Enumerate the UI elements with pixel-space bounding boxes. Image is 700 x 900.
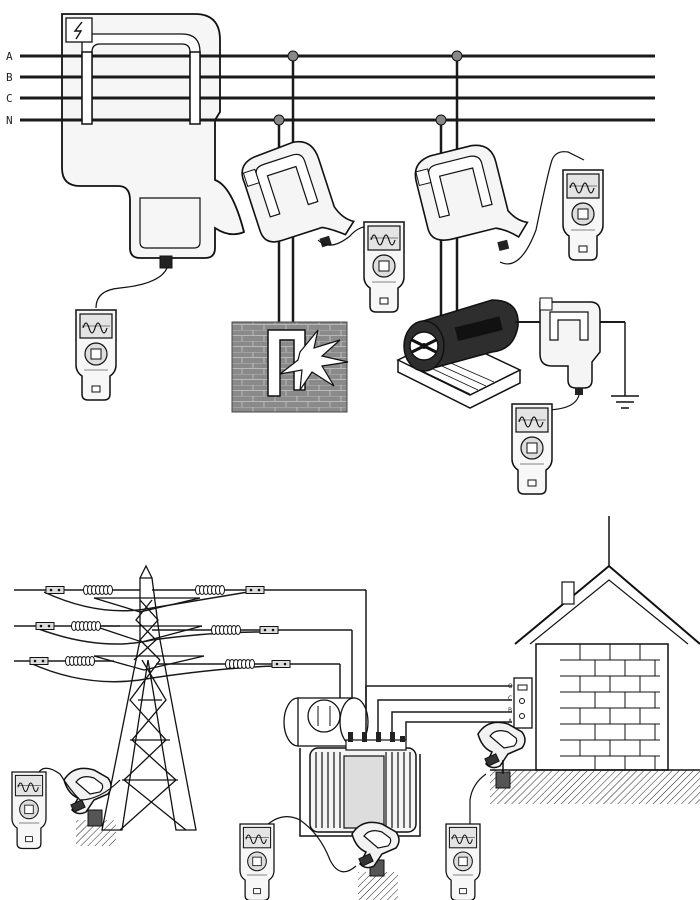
motor-icon xyxy=(398,300,520,408)
handheld-analyzer-icon xyxy=(446,824,480,900)
line-label-c: C xyxy=(6,92,13,105)
box-label-b: B xyxy=(508,707,512,714)
transformer-icon xyxy=(284,698,420,836)
line-label-b: B xyxy=(6,71,13,84)
clamp-meter-icon xyxy=(540,298,600,395)
top-panel: A B C N xyxy=(6,14,655,494)
insulator-icon xyxy=(72,622,101,631)
handheld-analyzer-icon xyxy=(240,824,274,900)
handheld-analyzer-icon xyxy=(12,772,46,849)
insulator-icon xyxy=(66,657,95,666)
clamp-meter-icon xyxy=(478,722,525,767)
clamp-meter-icon xyxy=(352,822,399,867)
bottom-panel: O C B A xyxy=(12,516,700,900)
clamp-meter-icon xyxy=(237,132,358,264)
insulator-icon xyxy=(226,660,255,669)
house-icon xyxy=(490,516,700,804)
box-label-o: O xyxy=(508,683,513,690)
line-label-n: N xyxy=(6,114,13,127)
insulator-icon xyxy=(84,586,113,595)
insulator-icon xyxy=(196,586,225,595)
handheld-analyzer-icon xyxy=(512,404,552,494)
handheld-analyzer-icon xyxy=(364,222,404,312)
handheld-analyzer-icon xyxy=(76,310,116,400)
clamp-meter-icon xyxy=(64,768,111,813)
insulator-icon xyxy=(212,626,241,635)
ground-symbol-icon xyxy=(611,396,639,408)
brick-wall-icon xyxy=(232,322,348,412)
line-label-a: A xyxy=(6,50,13,63)
box-label-c: C xyxy=(508,695,512,702)
clamp-meter-icon xyxy=(411,137,532,266)
handheld-analyzer-icon xyxy=(563,170,603,260)
